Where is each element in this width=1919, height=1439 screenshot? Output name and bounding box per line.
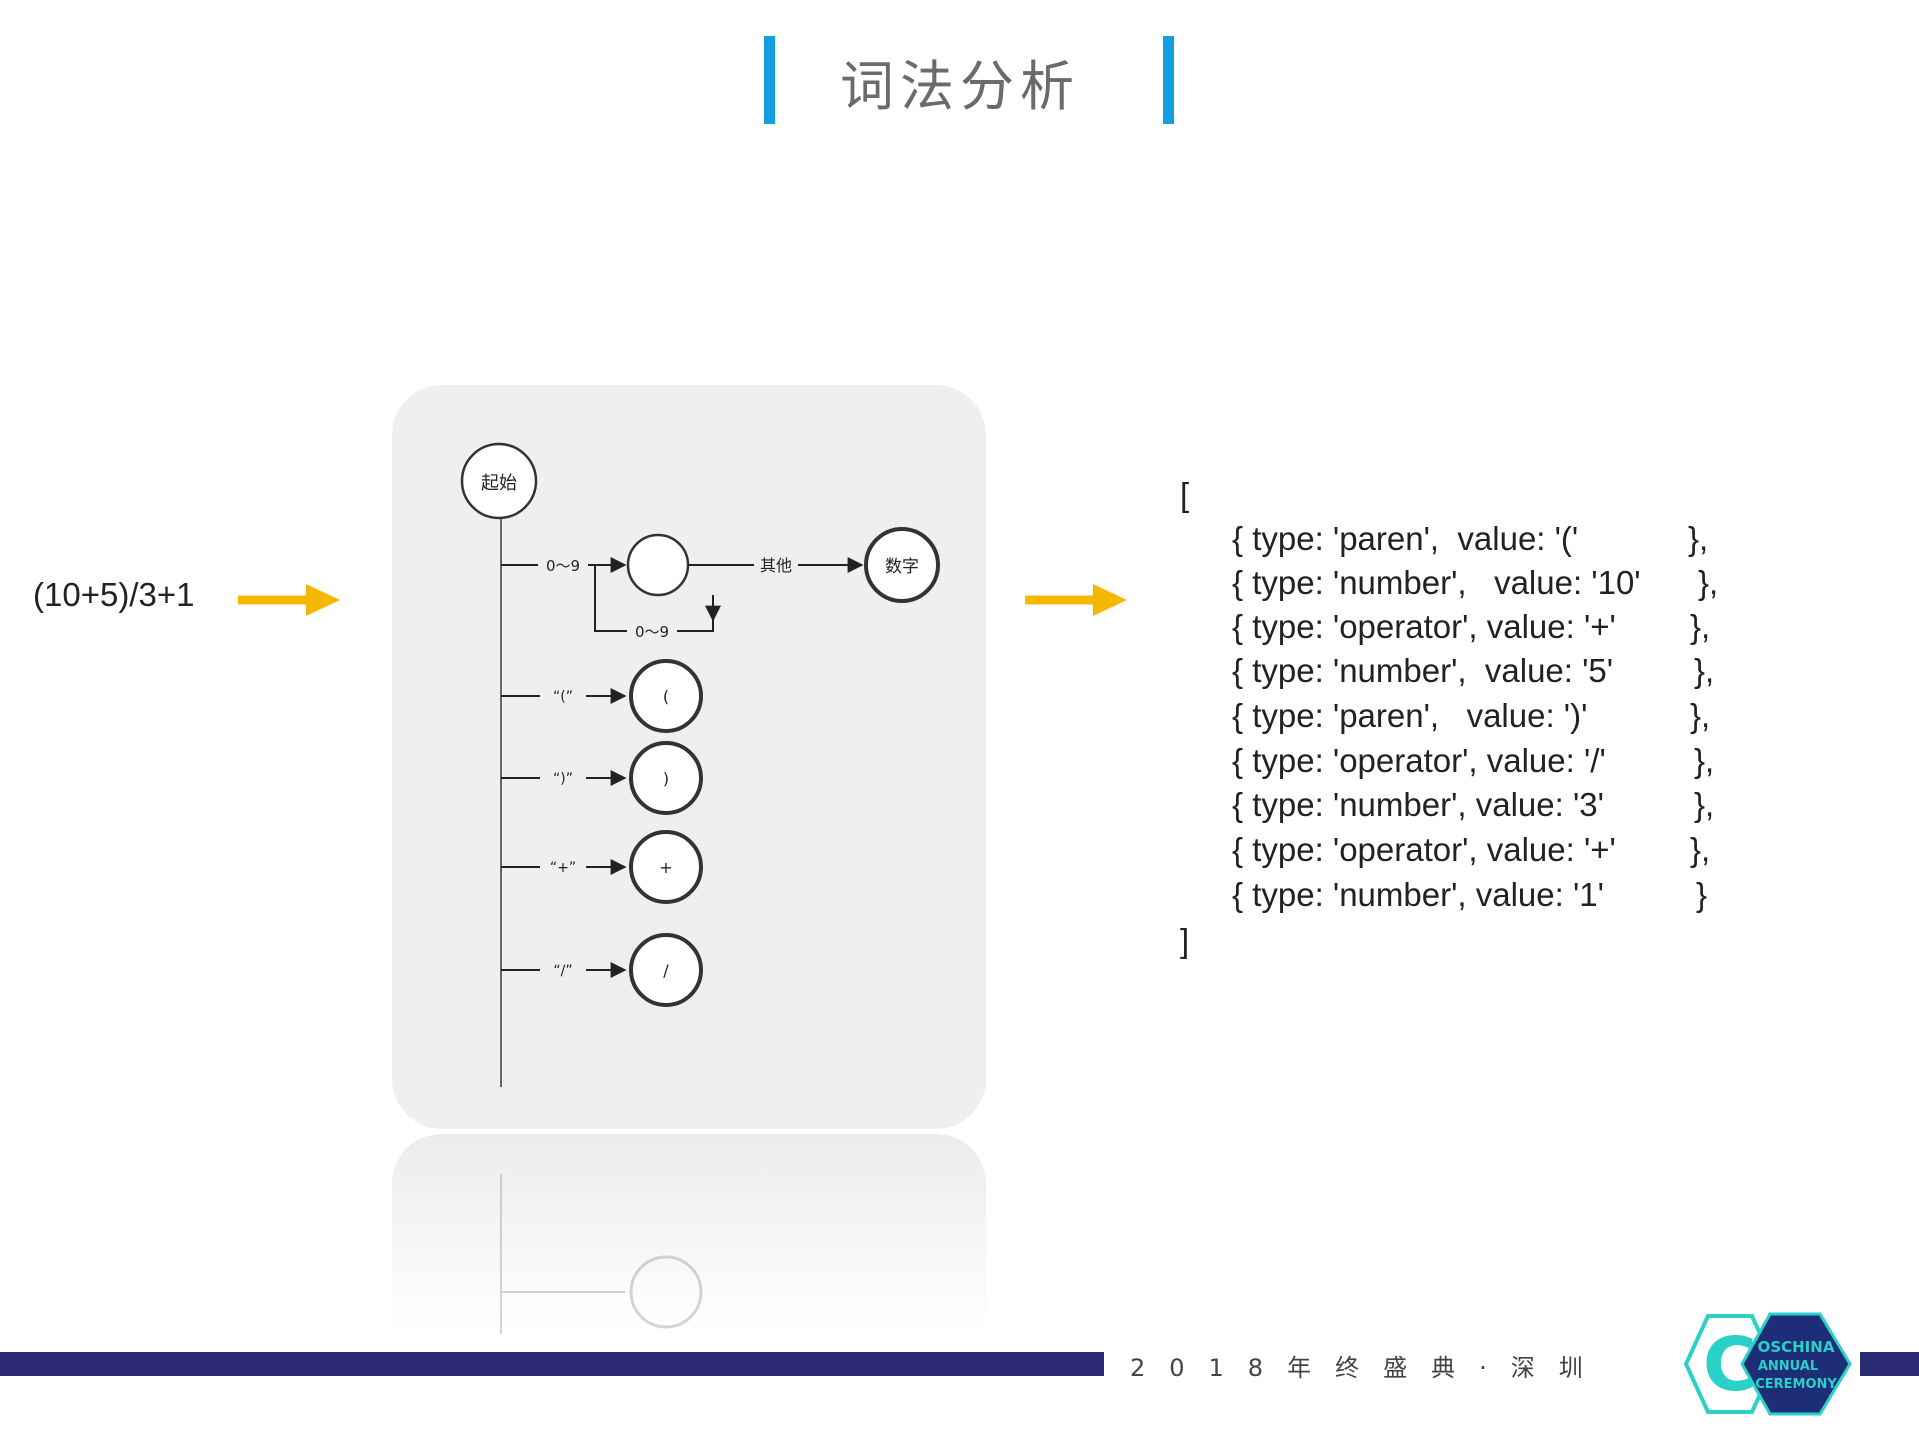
token-line: { type: 'paren', value: ')'}, xyxy=(1232,697,1711,734)
oschina-logo: C OSCHINA ANNUAL CEREMONY xyxy=(1683,1312,1852,1416)
arrow-right-icon xyxy=(1025,584,1127,616)
edge-digit-loop-label: 0～9 xyxy=(635,623,669,641)
svg-text:): ) xyxy=(663,769,669,788)
svg-text:OSCHINA: OSCHINA xyxy=(1758,1338,1835,1356)
logo-hexagon-outline xyxy=(1683,1314,1777,1414)
svg-text:(: ( xyxy=(663,687,669,706)
svg-text:“)”: “)” xyxy=(553,771,573,787)
footer-bar-right xyxy=(1860,1352,1919,1376)
svg-text:ANNUAL: ANNUAL xyxy=(1758,1359,1818,1374)
branch-slash: “/” / xyxy=(501,933,703,1007)
arrow-right-icon xyxy=(238,584,340,616)
token-line: { type: 'number', value: '5'}, xyxy=(1232,652,1715,689)
svg-text:CEREMONY: CEREMONY xyxy=(1755,1377,1837,1392)
number-state xyxy=(864,527,940,603)
token-line: { type: 'paren', value: '('}, xyxy=(1232,520,1709,557)
branch-lparen: “(” ( xyxy=(501,659,703,733)
svg-text:+: + xyxy=(659,858,672,877)
title-bar-left xyxy=(764,36,775,124)
footer-event-text: 2018年终盛典·深圳 xyxy=(1130,1354,1607,1382)
output-open-bracket: [ xyxy=(1180,476,1190,513)
edge-digit-in-label: 0～9 xyxy=(546,557,580,575)
edge-other-label: 其他 xyxy=(760,556,792,575)
token-line: { type: 'number', value: '1'} xyxy=(1232,876,1708,913)
token-line: { type: 'operator', value: '/'}, xyxy=(1232,742,1715,779)
svg-text:“+”: “+” xyxy=(550,860,576,876)
state-diagram-card: 起始 0～9 其他 数字 0～9 “(” ( “)” ) xyxy=(392,385,986,1129)
branch-rparen: “)” ) xyxy=(501,741,703,815)
token-line: { type: 'number', value: '10'}, xyxy=(1232,564,1719,601)
svg-text:“(”: “(” xyxy=(553,689,573,705)
branch-plus: “+” + xyxy=(501,830,703,904)
svg-text:“/”: “/” xyxy=(553,963,572,979)
logo-hexagon-filled xyxy=(1740,1312,1852,1416)
diagram-reflection xyxy=(392,1134,986,1334)
start-state xyxy=(460,442,538,520)
output-close-bracket: ] xyxy=(1180,922,1190,959)
state-diagram: 起始 0～9 其他 数字 0～9 “(” ( “)” ) xyxy=(460,442,940,1087)
token-line: { type: 'operator', value: '+'}, xyxy=(1232,608,1711,645)
title-bar-right xyxy=(1163,36,1174,124)
input-expression: (10+5)/3+1 xyxy=(33,576,195,613)
page-title: 词法分析 xyxy=(840,55,1080,118)
token-line: { type: 'number', value: '3'}, xyxy=(1232,786,1715,823)
digit-state xyxy=(626,533,690,597)
footer-bar xyxy=(0,1352,1104,1376)
number-state-label: 数字 xyxy=(885,557,919,577)
token-line: { type: 'operator', value: '+'}, xyxy=(1232,831,1711,868)
svg-text:/: / xyxy=(663,961,669,980)
start-state-label: 起始 xyxy=(481,473,517,494)
